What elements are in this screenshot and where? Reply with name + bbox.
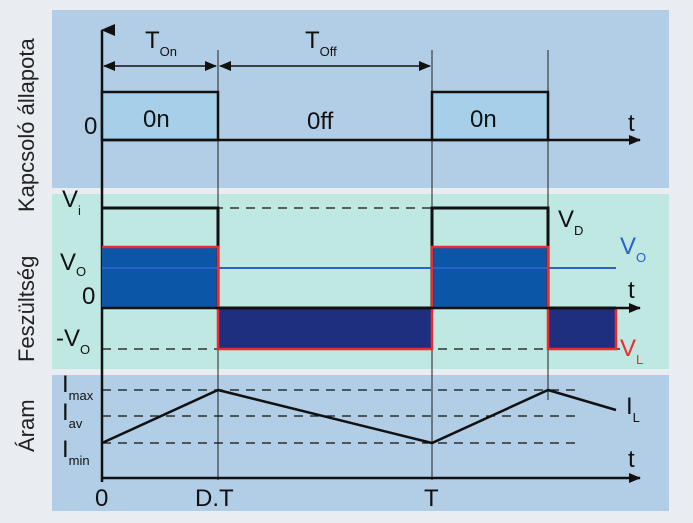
on-state-label-2: 0n	[470, 106, 497, 133]
vo-positive-area-2	[432, 247, 548, 308]
voltage-section-label: Feszültség	[14, 256, 39, 362]
switch-t-axis-label: t	[628, 110, 635, 137]
il-label: IL	[626, 393, 640, 425]
current-t-axis-label: t	[628, 446, 635, 473]
imax-label: Imax	[62, 371, 94, 403]
voltage-t-axis-label: t	[628, 277, 635, 304]
off-state-label: 0ff	[307, 108, 334, 135]
iav-label: Iav	[62, 399, 83, 431]
on-pulse-1	[100, 90, 220, 142]
neg-vo-label: -VO	[56, 325, 90, 357]
vo-legend-label: VO	[620, 233, 646, 265]
vo-positive-area-1	[102, 247, 218, 308]
x-dt-label: D.T	[195, 485, 234, 512]
vd-label: VD	[558, 206, 583, 238]
voltage-zero-label: 0	[82, 283, 95, 310]
vi-label: Vi	[62, 186, 81, 218]
t-off-label: TOff	[305, 27, 337, 59]
x-t-label: T	[424, 485, 439, 512]
switch-state-section-label: Kapcsoló állapota	[14, 38, 39, 212]
vl-waveform	[102, 245, 618, 351]
vl-negative-area-2	[548, 308, 616, 349]
vl-negative-area-1	[218, 308, 432, 349]
imin-label: Imin	[62, 436, 90, 468]
t-on-label: TOn	[145, 27, 177, 59]
x-origin-label: 0	[95, 485, 108, 512]
vo-axis-label: VO	[60, 249, 86, 279]
switch-zero-label: 0	[84, 113, 97, 140]
current-section-label: Áram	[14, 399, 39, 452]
on-state-label-1: 0n	[143, 106, 170, 133]
vl-legend-label: VL	[620, 335, 643, 367]
il-waveform	[101, 388, 617, 445]
